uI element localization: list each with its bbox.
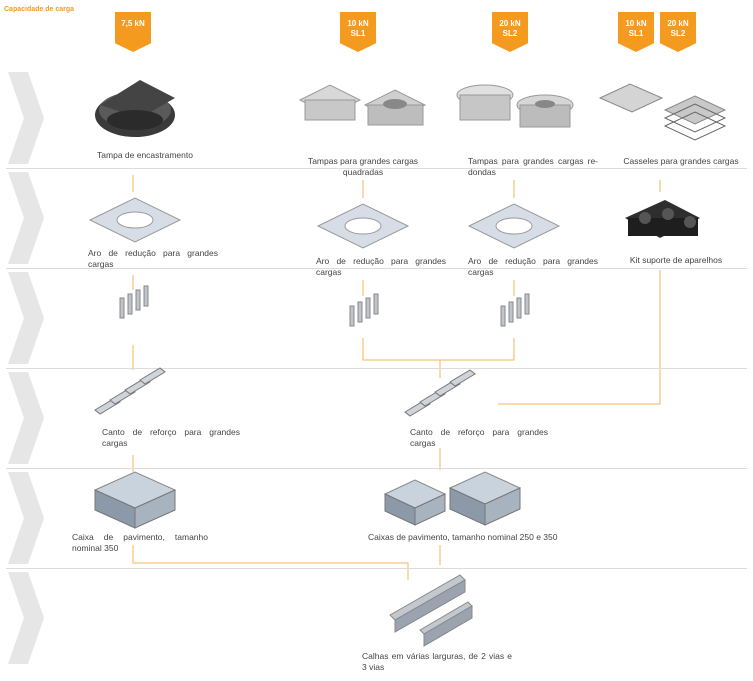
load-badge-7-5kn: 7,5 kN — [115, 12, 151, 52]
label-tampas-redondas: Tampas para grandes cargas re-dondas — [468, 156, 598, 177]
row-chevron-5 — [8, 472, 44, 564]
caixas-250-350-image — [383, 471, 522, 526]
label-caixa-350: Caixa de pavimento, tamanho nominal 350 — [72, 532, 208, 553]
diagram-title: Capacidade de carga — [4, 6, 75, 13]
row-chevron-4 — [8, 372, 44, 464]
row-separator — [6, 168, 747, 169]
parafusos-image-1 — [119, 285, 149, 319]
calhas-image — [389, 574, 473, 647]
row-separator — [6, 468, 747, 469]
row-chevron-6 — [8, 572, 44, 664]
label-canto-reforco-1: Canto de reforço para grandes cargas — [102, 427, 240, 448]
label-caixas-250-350: Caixas de pavimento, tamanho nominal 250… — [368, 532, 558, 542]
tampa-encastramento-image — [95, 80, 175, 137]
row-separator — [6, 268, 747, 269]
row-chevron-2 — [8, 172, 44, 264]
label-aro-reducao-2: Aro de redução para grandes cargas — [316, 256, 446, 277]
tampas-quadradas-image — [298, 84, 427, 126]
casseles-image — [598, 83, 727, 141]
kit-suporte-image — [625, 200, 700, 238]
canto-reforco-image-1 — [94, 367, 166, 415]
label-casseles: Casseles para grandes cargas — [623, 156, 739, 166]
label-kit-suporte: Kit suporte de aparelhos — [629, 255, 723, 265]
caixa-350-image — [93, 471, 177, 529]
label-tampa-encastramento: Tampa de encastramento — [97, 150, 193, 160]
parafusos-image-2 — [349, 293, 379, 327]
label-aro-reducao-3: Aro de redução para grandes cargas — [468, 256, 598, 277]
tampas-redondas-image — [456, 84, 574, 128]
row-chevron-1 — [8, 72, 44, 164]
row-chevron-3 — [8, 272, 44, 364]
row-separator — [6, 568, 747, 569]
label-calhas: Calhas em várias larguras, de 2 vias e 3… — [362, 651, 512, 672]
aro-reducao-image-3 — [467, 203, 561, 249]
row-separator — [6, 368, 747, 369]
label-tampas-quadradas: Tampas para grandes cargas quadradas — [307, 156, 419, 177]
canto-reforco-image-2 — [404, 369, 476, 417]
aro-reducao-image-2 — [316, 203, 410, 249]
label-canto-reforco-2: Canto de reforço para grandes cargas — [410, 427, 548, 448]
label-aro-reducao-1: Aro de redução para grandes cargas — [88, 248, 218, 269]
parafusos-image-3 — [500, 293, 530, 327]
aro-reducao-image-1 — [88, 197, 182, 243]
